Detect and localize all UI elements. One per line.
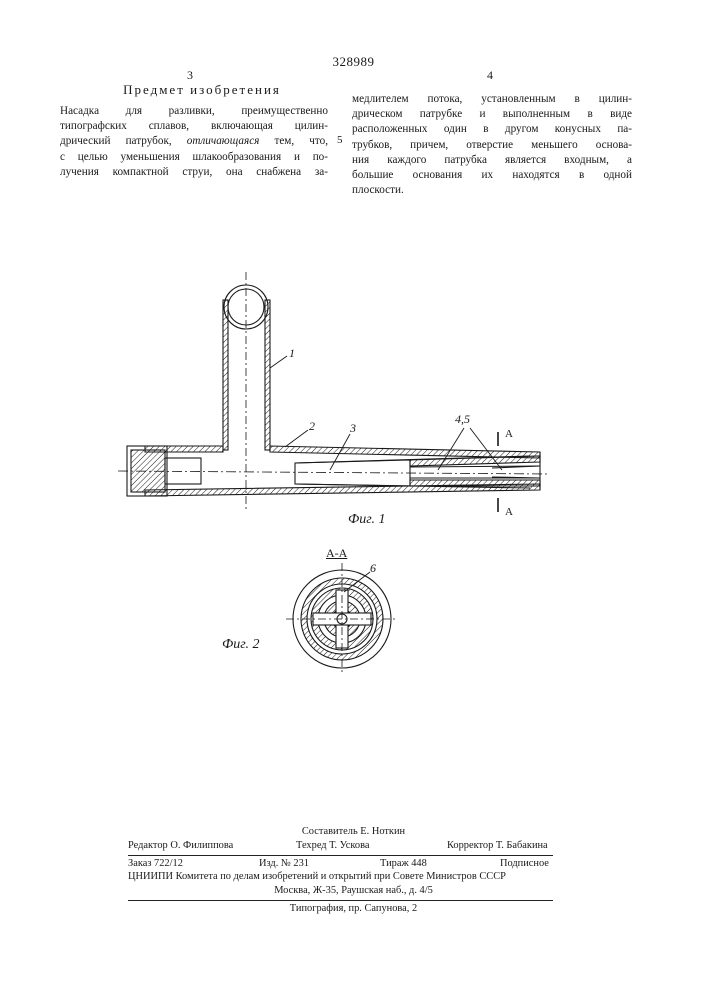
main-centerline	[118, 471, 550, 474]
leader-2	[285, 430, 308, 447]
part-label-6: 6	[370, 561, 376, 576]
footer-techred: Техред Т. Ускова	[296, 839, 370, 853]
footer-editor: Редактор О. Филиппова	[128, 839, 233, 853]
footer-corrector: Корректор Т. Бабакина	[447, 839, 548, 853]
leader-1	[270, 356, 287, 368]
cone-lower-hatch	[410, 480, 540, 486]
riser-left-wall	[223, 300, 228, 450]
footer-rule-bottom	[128, 900, 553, 901]
footer-rule-top	[128, 855, 553, 856]
footer-organization: ЦНИИПИ Комитета по делам изобретений и о…	[128, 870, 506, 884]
part-label-2: 2	[309, 419, 315, 434]
figure-1-nozzle	[118, 272, 550, 512]
figure-1-caption: Фиг. 1	[348, 512, 386, 528]
footer-subscription: Подписное	[500, 857, 549, 871]
part-label-45: 4,5	[455, 412, 470, 427]
part-label-1: 1	[289, 346, 295, 361]
figure-2-cross-section	[286, 563, 398, 675]
section-label-a-top: А	[505, 428, 513, 440]
cone-upper-hatch	[410, 456, 540, 466]
footer-circulation: Тираж 448	[380, 857, 427, 871]
footer-printing: Типография, пр. Сапунова, 2	[0, 902, 707, 916]
footer-compiler: Составитель Е. Ноткин	[0, 825, 707, 839]
part-label-3: 3	[350, 421, 356, 436]
section-title-aa: А-А	[326, 546, 347, 561]
footer-edition: Изд. № 231	[259, 857, 309, 871]
left-insert	[165, 458, 201, 484]
footer-order: Заказ 722/12	[128, 857, 183, 871]
footer-address: Москва, Ж-35, Раушская наб., д. 4/5	[0, 884, 707, 898]
riser-right-wall	[265, 300, 270, 450]
main-tube-top-wall-right	[270, 446, 540, 458]
figure-2-caption: Фиг. 2	[222, 637, 260, 653]
section-label-a-bottom: А	[505, 506, 513, 518]
